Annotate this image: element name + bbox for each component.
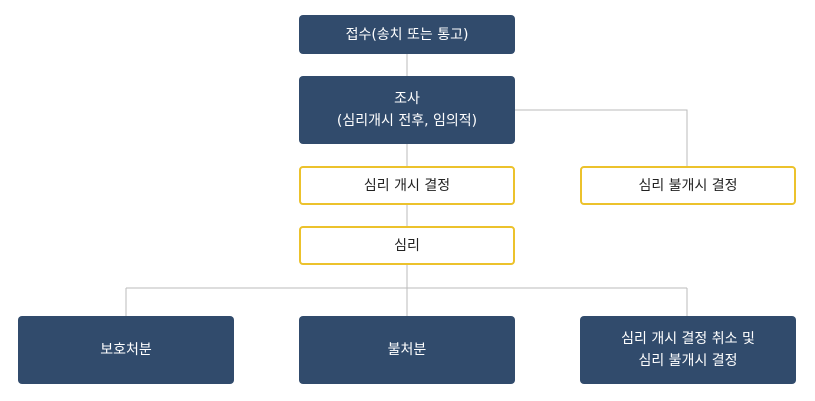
node-trial-label: 심리 <box>394 237 420 254</box>
node-investigation-line1: 조사 <box>394 91 420 107</box>
node-cancel-line1: 심리 개시 결정 취소 및 <box>621 331 755 347</box>
node-no-trial-label: 심리 불개시 결정 <box>638 177 738 194</box>
node-no-disposition: 불처분 <box>299 316 515 384</box>
node-cancel: 심리 개시 결정 취소 및 심리 불개시 결정 <box>580 316 796 384</box>
node-no-disposition-label: 불처분 <box>387 342 427 358</box>
connector-investigation-no-trial <box>514 109 688 166</box>
node-cancel-line2: 심리 불개시 결정 <box>638 353 738 369</box>
node-investigation: 조사 (심리개시 전후, 임의적) <box>299 76 515 144</box>
node-receipt-label: 접수(송치 또는 통고) <box>345 26 469 43</box>
node-protective-disposition-label: 보호처분 <box>100 342 152 358</box>
node-no-trial: 심리 불개시 결정 <box>580 166 796 205</box>
node-protective-disposition: 보호처분 <box>18 316 234 384</box>
node-receipt: 접수(송치 또는 통고) <box>299 15 515 54</box>
node-trial-start: 심리 개시 결정 <box>299 166 515 205</box>
node-trial: 심리 <box>299 226 515 265</box>
node-investigation-line2: (심리개시 전후, 임의적) <box>336 113 478 129</box>
node-trial-start-label: 심리 개시 결정 <box>363 177 451 194</box>
